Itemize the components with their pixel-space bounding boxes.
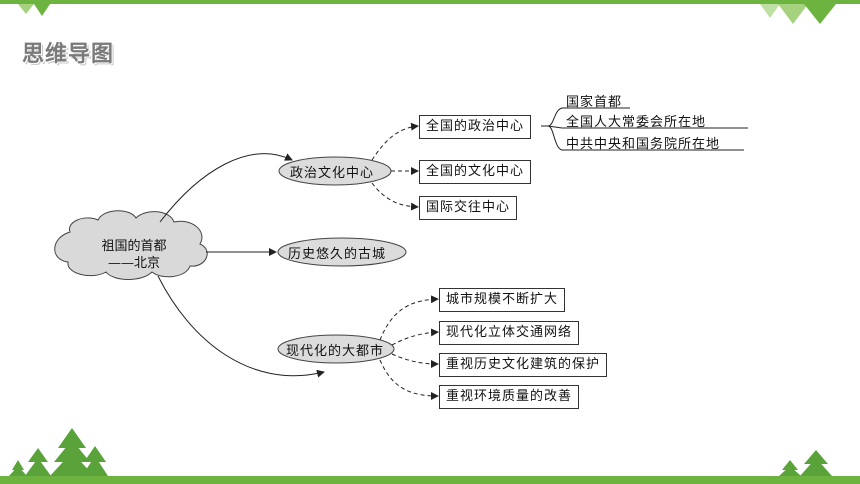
leaf-capital: 国家首都 [566,95,623,110]
top-accent-bar [0,0,860,4]
root-label: 祖国的首都 ——北京 [84,238,184,272]
connector-politics-3 [371,182,419,211]
node-cultural-center: 全国的文化中心 [419,160,532,184]
node-heritage-protection: 重视历史文化建筑的保护 [439,353,608,377]
connector-root-modern [157,275,325,378]
connector-modern-1 [379,295,439,341]
root-line-1: 祖国的首都 [101,239,167,254]
bottom-accent-bar [0,476,860,484]
leaf-central-committee: 中共中央和国务院所在地 [566,137,721,152]
connector-modern-3 [391,353,439,368]
branch-history-label: 历史悠久的古城 [288,247,387,262]
tree-left-icon [9,428,108,476]
connector-root-politics [159,153,293,223]
leaf-npc: 全国人大常委会所在地 [566,115,707,130]
tree-right-icon [779,450,832,476]
root-line-2: ——北京 [107,256,160,271]
connector-politics-1 [371,122,419,161]
node-city-expansion: 城市规模不断扩大 [439,288,566,312]
oval-history [277,237,407,267]
connector-modern-4 [379,359,439,400]
node-political-center: 全国的政治中心 [419,115,532,139]
root-cloud [54,210,208,280]
page-title: 思维导图 [22,42,115,67]
connector-modern-2 [391,328,439,346]
node-transport-network: 现代化立体交通网络 [439,321,580,345]
top-right-triangles-icon [760,4,836,24]
top-left-triangles-icon [18,4,50,16]
oval-modern [277,334,395,364]
node-international-center: 国际交往中心 [419,196,518,220]
leaf-brace [541,107,748,151]
branch-politics-label: 政治文化中心 [290,166,375,181]
node-environment: 重视环境质量的改善 [439,385,580,409]
branch-modern-label: 现代化的大都市 [286,344,385,359]
